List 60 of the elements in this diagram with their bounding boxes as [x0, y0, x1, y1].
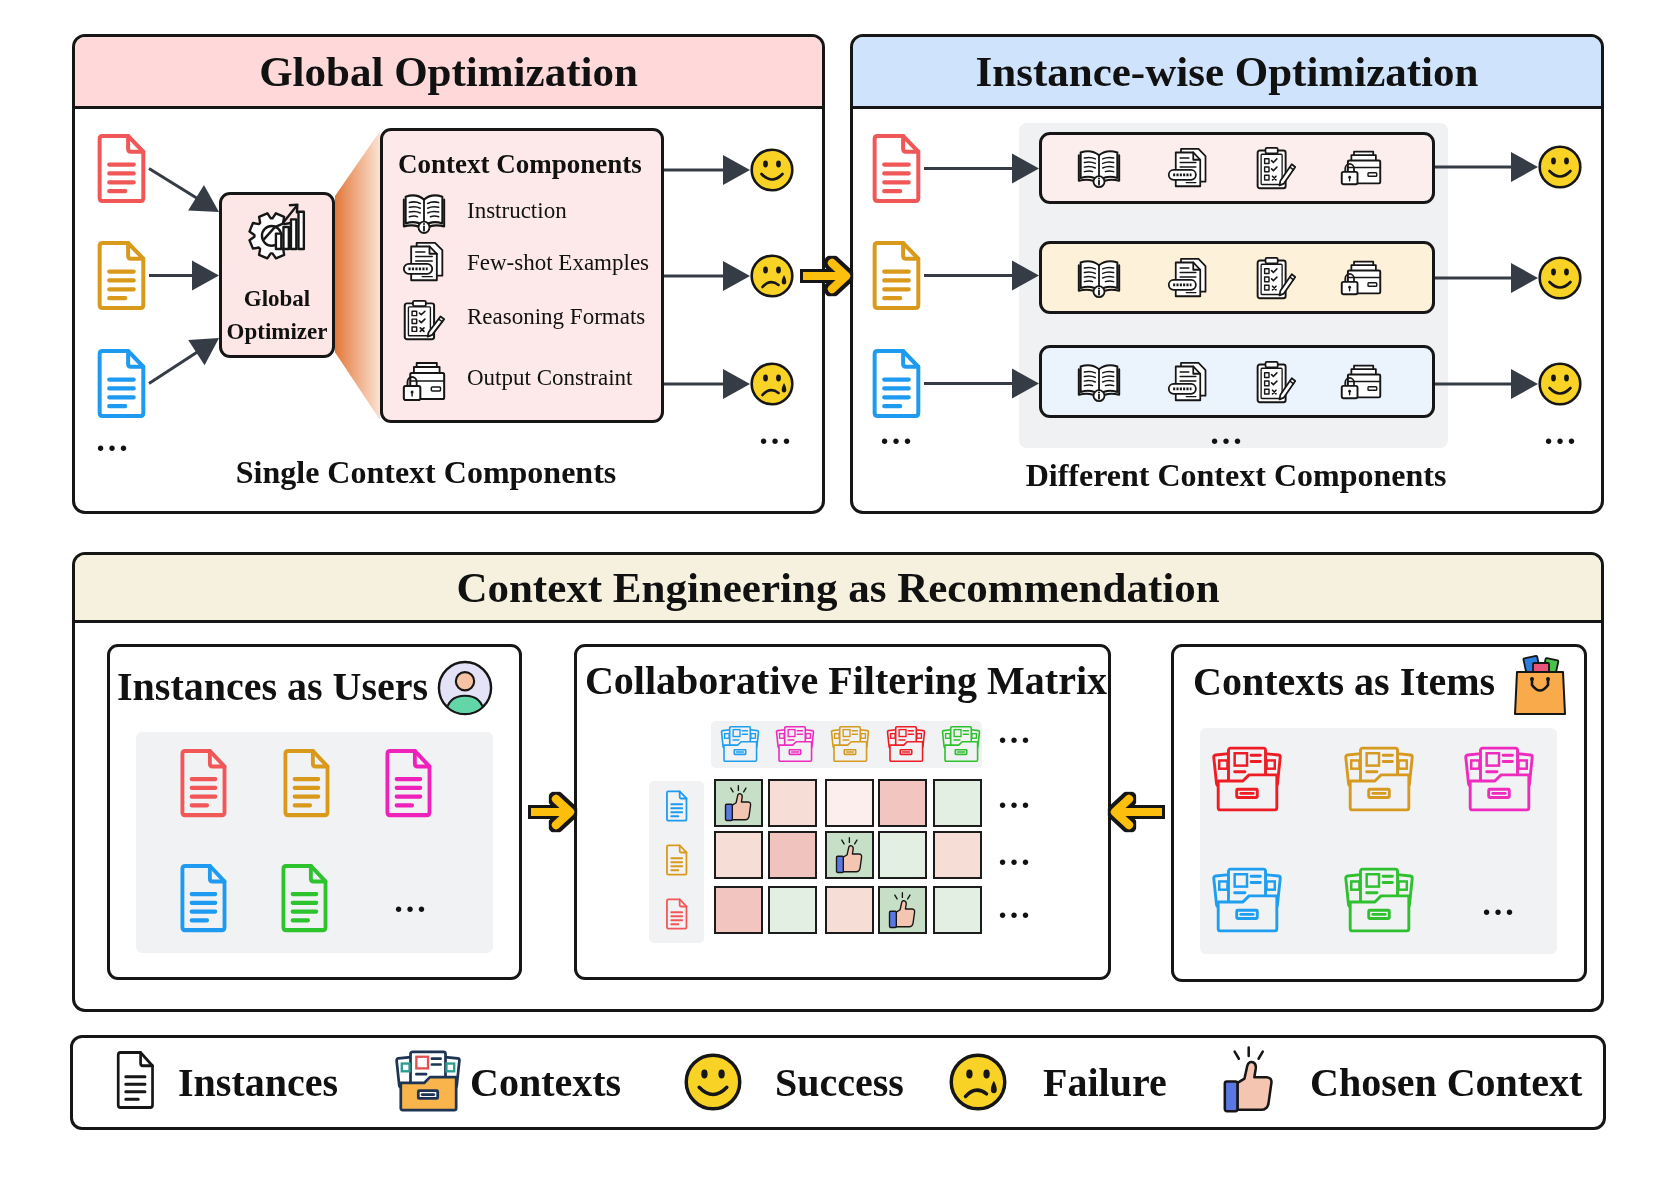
- list-item: Instruction: [467, 198, 567, 224]
- panel: [850, 34, 1604, 514]
- ellipsis: …: [997, 776, 1031, 816]
- list-item: Few-shot Examples: [467, 250, 650, 276]
- arrow: [664, 261, 750, 291]
- ellipsis: …: [1209, 412, 1243, 452]
- node-label: Global Optimizer: [225, 285, 329, 346]
- arrow: [1435, 263, 1538, 293]
- list-item: Reasoning Formats: [467, 304, 646, 330]
- ellipsis: …: [1481, 883, 1515, 923]
- ellipsis: …: [758, 412, 792, 452]
- section-title: Collaborative Filtering Matrix: [584, 658, 1108, 704]
- panel-caption: Different Context Components: [1025, 456, 1447, 494]
- sad-face-icon: [750, 362, 794, 406]
- smiley-icon: [1538, 145, 1582, 189]
- section-panel: [574, 644, 1111, 980]
- arrow: [148, 167, 219, 212]
- smiley-icon: [1538, 362, 1582, 406]
- ellipsis: …: [997, 886, 1031, 926]
- arrow: [664, 369, 750, 399]
- legend-label: Chosen Context: [1310, 1060, 1583, 1106]
- context-card: [380, 128, 664, 423]
- ellipsis: …: [95, 419, 129, 459]
- arrow: [924, 153, 1039, 184]
- arrow: [1435, 369, 1538, 399]
- ellipsis: …: [393, 880, 427, 920]
- list-heading: Context Components: [398, 148, 642, 180]
- legend-label: Instances: [178, 1060, 339, 1106]
- ellipsis: …: [1543, 412, 1577, 452]
- panel: [72, 34, 825, 514]
- arrow: [924, 368, 1039, 399]
- section-panel: [107, 644, 522, 980]
- ellipsis: …: [997, 833, 1031, 873]
- panel-title: Context Engineering as Recommendation: [456, 563, 1220, 612]
- section-title: Contexts as Items: [1193, 659, 1496, 705]
- panel-title: Global Optimization: [259, 47, 638, 96]
- smiley-icon: [750, 148, 794, 192]
- legend-label: Contexts: [470, 1060, 622, 1106]
- panel-title: Instance-wise Optimization: [975, 47, 1479, 96]
- arrow: [149, 260, 219, 291]
- ellipsis: …: [997, 711, 1031, 751]
- section-panel: [1171, 644, 1587, 982]
- ellipsis: …: [879, 412, 913, 452]
- process-box: [219, 192, 335, 358]
- sad-face-icon: [750, 254, 794, 298]
- arrow: [664, 155, 750, 185]
- list-item: Output Constraint: [467, 365, 633, 391]
- legend-label: Failure: [1043, 1060, 1167, 1106]
- arrow: [148, 337, 220, 385]
- panel-caption: Single Context Components: [235, 453, 617, 491]
- background-panel: [1019, 123, 1448, 448]
- component-row: [1039, 132, 1435, 204]
- smiley-icon: [1538, 256, 1582, 300]
- component-row: [1039, 345, 1435, 418]
- arrow: [1435, 152, 1538, 182]
- legend-label: Success: [775, 1060, 904, 1106]
- component-row: [1039, 241, 1435, 314]
- section-title: Instances as Users: [117, 664, 429, 710]
- arrow: [924, 260, 1039, 291]
- panel: [72, 552, 1604, 1012]
